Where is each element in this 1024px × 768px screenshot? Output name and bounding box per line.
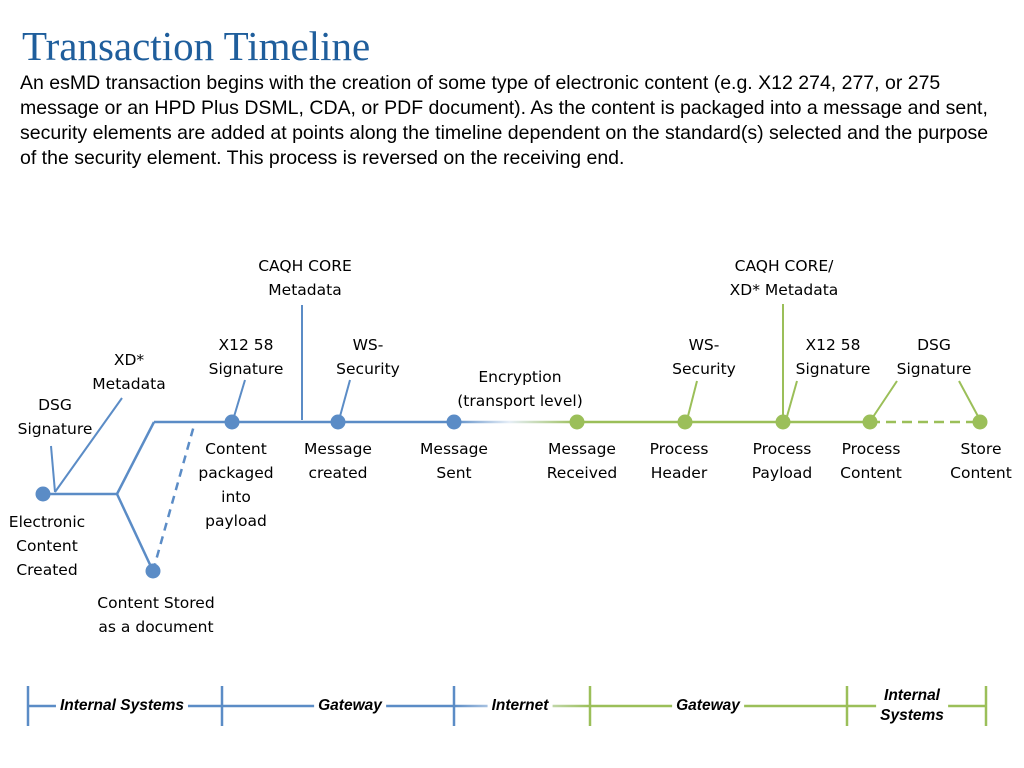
label-line: Message <box>548 440 616 458</box>
stage-dot-process-header <box>677 414 693 430</box>
label-line: Message <box>420 440 488 458</box>
label-line: CAQH CORE/ <box>734 257 834 275</box>
pointer-line <box>54 397 123 493</box>
label-line: DSG <box>917 336 951 354</box>
branch-line <box>115 421 156 495</box>
label-line: Metadata <box>92 375 166 393</box>
label-line: Signature <box>795 360 871 378</box>
pointer-line <box>785 380 798 421</box>
label-line: Signature <box>208 360 284 378</box>
security-label-xd-metadata: XD* Metadata <box>92 348 165 396</box>
pointer-line <box>870 380 898 421</box>
label-line: Process <box>752 440 812 458</box>
stage-label-content-stored: Content Stored as a document <box>97 591 214 639</box>
label-line: Content <box>950 464 1012 482</box>
label-line: Payload <box>751 464 813 482</box>
label-line: Signature <box>896 360 972 378</box>
security-label-dsg-signature-right: DSG Signature <box>897 333 972 381</box>
stage-label-message-created: Message created <box>304 437 372 485</box>
label-line: Internal Systems <box>59 697 185 714</box>
label-line: as a document <box>98 618 214 636</box>
zone-label-gateway-left: Gateway <box>314 696 386 716</box>
label-line: (transport level) <box>457 392 583 410</box>
stored-dashed-line <box>151 421 197 572</box>
security-label-caqh-core-xd-metadata: CAQH CORE/XD* Metadata <box>730 254 839 302</box>
label-line: Header <box>650 464 708 482</box>
label-line: Gateway <box>676 697 740 714</box>
label-line: into <box>221 488 251 506</box>
pointer-line <box>232 379 246 421</box>
stage-dot-store-content <box>972 414 988 430</box>
label-line: X12 58 <box>218 336 274 354</box>
pointer-line <box>686 380 698 421</box>
security-label-dsg-signature-left: DSG Signature <box>18 393 93 441</box>
label-line: WS- <box>352 336 384 354</box>
security-label-ws-security-left: WS- Security <box>336 333 400 381</box>
label-line: created <box>308 464 368 482</box>
stage-dot-message-sent <box>446 414 462 430</box>
pointer-line <box>50 445 56 493</box>
security-label-ws-security-right: WS- Security <box>672 333 736 381</box>
label-line: Systems <box>880 707 944 724</box>
security-label-caqh-core-metadata: CAQH CORE Metadata <box>258 254 352 302</box>
label-line: Process <box>841 440 901 458</box>
label-line: Content <box>840 464 902 482</box>
label-line: Encryption <box>478 368 562 386</box>
stage-dot-message-received <box>569 414 585 430</box>
page-title: Transaction Timeline <box>22 23 371 69</box>
pointer-line <box>958 380 981 421</box>
label-line: Received <box>546 464 618 482</box>
label-line: Metadata <box>268 281 342 299</box>
stage-label-content-packaged: Content packaged into payload <box>198 437 273 533</box>
label-line: Store <box>960 440 1002 458</box>
stage-dot-message-created <box>330 414 346 430</box>
label-line: Signature <box>17 420 93 438</box>
label-line: XD* Metadata <box>729 281 839 299</box>
label-line: Gateway <box>318 697 382 714</box>
zone-label-internet: Internet <box>487 696 553 716</box>
label-line: XD* <box>113 351 145 369</box>
stage-dot-content-packaged <box>224 414 240 430</box>
zone-label-internal-systems-left: Internal Systems <box>55 696 189 716</box>
label-line: Internal <box>884 687 940 704</box>
label-line: packaged <box>198 464 274 482</box>
branch-line <box>115 493 155 572</box>
label-line: X12 58 <box>805 336 861 354</box>
timeline-transition <box>454 420 577 424</box>
label-line: Security <box>672 360 736 378</box>
security-label-x12-signature-left: X12 58 Signature <box>209 333 284 381</box>
label-line: Sent <box>436 464 472 482</box>
label-line: DSG <box>38 396 72 414</box>
label-line: Electronic <box>8 513 86 531</box>
label-line: Content <box>16 537 78 555</box>
label-line: Content Stored <box>97 594 215 612</box>
label-line: WS- <box>688 336 720 354</box>
intro-paragraph: An esMD transaction begins with the crea… <box>20 72 989 169</box>
stage-dot-electronic-content <box>35 486 51 502</box>
label-line: CAQH CORE <box>258 257 352 275</box>
stage-dot-content-stored <box>145 563 161 579</box>
security-label-x12-signature-right: X12 58 Signature <box>796 333 871 381</box>
label-line: Security <box>336 360 400 378</box>
label-line: Internet <box>491 697 549 714</box>
pointer-line <box>338 379 351 421</box>
label-line: payload <box>205 512 267 530</box>
stage-dot-process-content <box>862 414 878 430</box>
label-line: Message <box>304 440 372 458</box>
label-line: Created <box>16 561 78 579</box>
stage-dot-process-payload <box>775 414 791 430</box>
zone-label-gateway-right: Gateway <box>672 696 744 716</box>
label-line: Process <box>649 440 709 458</box>
label-line: Content <box>205 440 267 458</box>
security-label-encryption: Encryption (transport level) <box>457 365 583 413</box>
